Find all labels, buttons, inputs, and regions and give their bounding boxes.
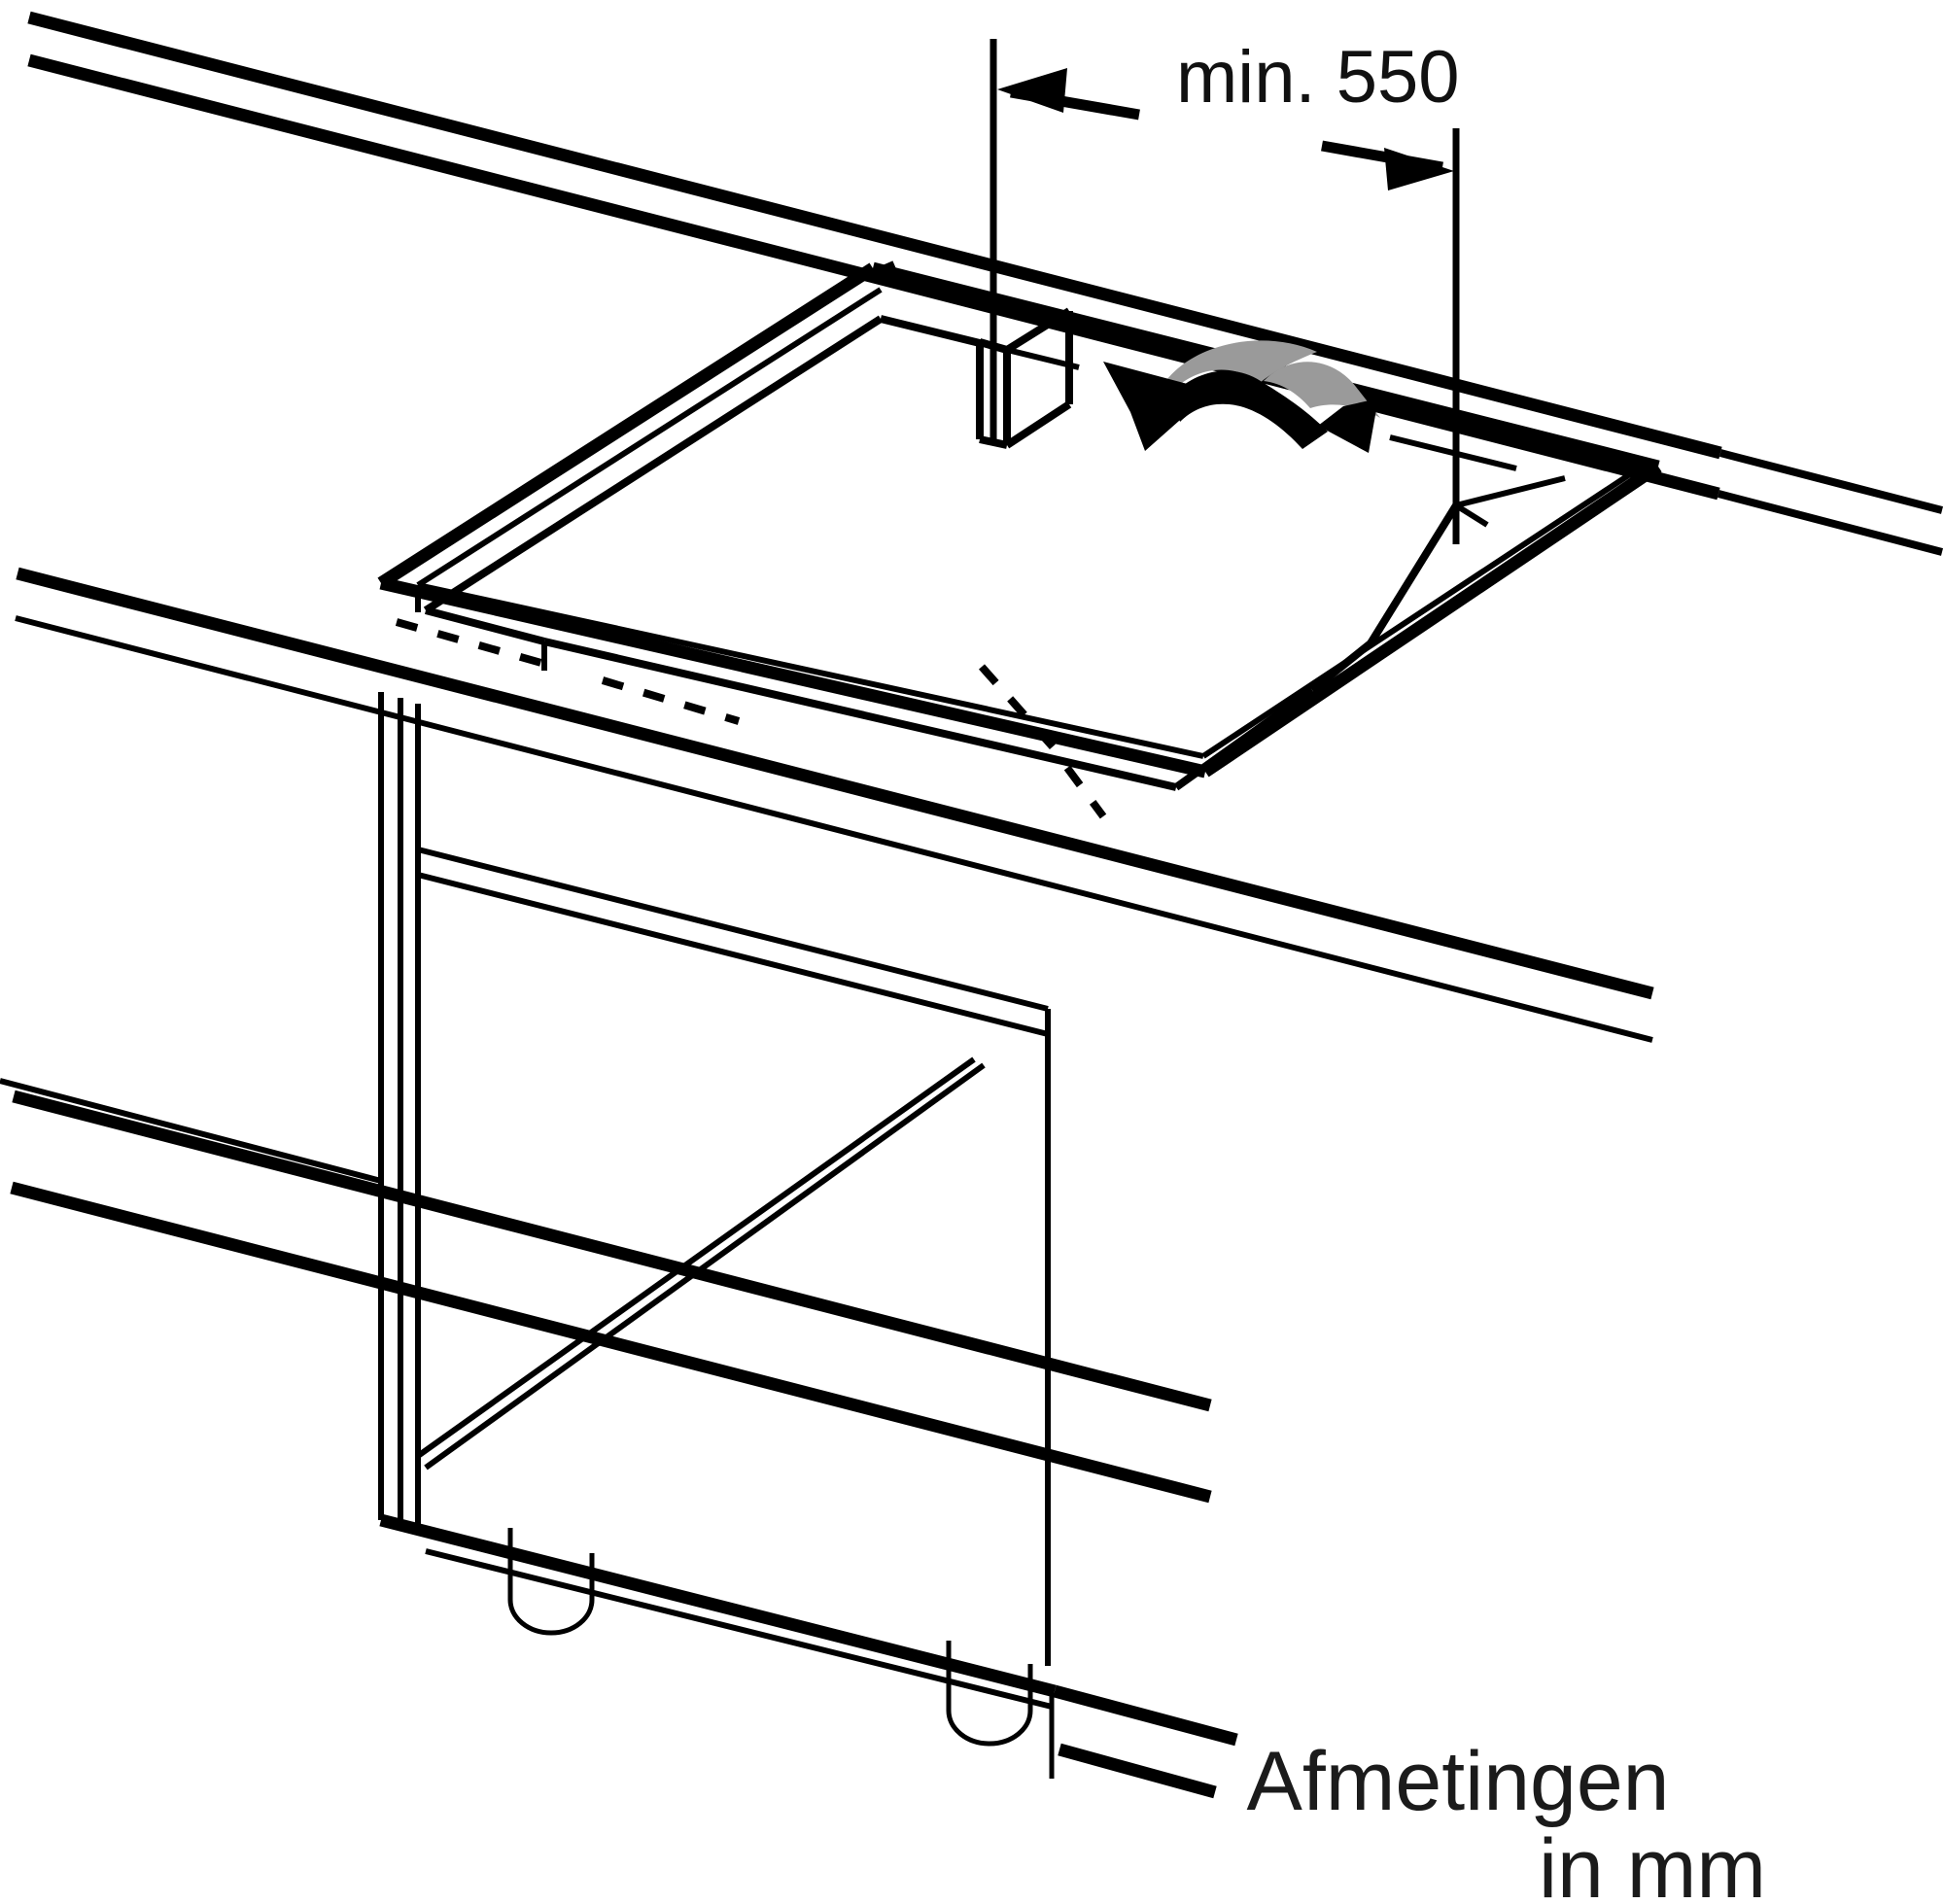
arrow-right-icon — [1384, 148, 1454, 190]
cutout-cavity-back-left — [423, 315, 884, 614]
worktop-lower-left-edge-a — [12, 1090, 1212, 1412]
worktop-back-edge-right-tail — [1718, 449, 1944, 514]
cabinet-inner-diagonal — [416, 1056, 976, 1459]
curved-arrow-gray-right — [1264, 362, 1380, 418]
worktop-front-thin-edge — [15, 615, 1653, 1043]
cabinet-foot-left — [507, 1528, 595, 1636]
right-notch-face-a — [1454, 502, 1489, 528]
cabinet-top-front-a — [417, 847, 1049, 1012]
caption-line-2: in mm — [1539, 1822, 1766, 1904]
cutout-rim-top-left — [377, 262, 877, 589]
cutout-cavity-right-slope — [1367, 502, 1460, 646]
caption: Afmetingen in mm — [1246, 1735, 1766, 1904]
cabinet-bottom-front-b — [425, 1548, 1053, 1710]
foot-right-shape — [946, 1641, 1033, 1747]
hidden-edge-diag-down2 — [1063, 765, 1107, 819]
worktop-front-top-edge — [16, 567, 1654, 1000]
base-cabinet — [0, 692, 1057, 1779]
notch-top-step — [879, 260, 896, 274]
worktop-back-top-edge — [27, 11, 1722, 460]
cutout-cavity-left-wall — [424, 606, 546, 645]
floor-edge-right-b — [1058, 1743, 1217, 1799]
arrow-left-icon — [997, 68, 1067, 113]
cabinet-bottom-left-cap — [399, 1523, 419, 1535]
cabinet-foot-right — [946, 1641, 1033, 1747]
foot-left-shape — [507, 1528, 595, 1636]
cabinet-inner-diagonal-2 — [424, 1062, 986, 1471]
double-headed-curved-arrow — [1103, 340, 1380, 453]
cabinet-top-front-b — [417, 872, 1049, 1037]
cutout-cavity-back-left2 — [880, 315, 985, 348]
cutout-inner-bottom-right — [1201, 469, 1635, 759]
cutout-rim-bottom-right — [1201, 461, 1662, 778]
caption-line-1: Afmetingen — [1246, 1735, 1669, 1828]
cutout-inner-top-left — [416, 287, 883, 588]
worktop-back-lower-right-tail — [1717, 490, 1944, 556]
right-notch-face-b — [1455, 475, 1566, 508]
cutout-cavity-bottom-right — [1173, 686, 1315, 791]
cutout-rim-bottom-left — [379, 576, 1207, 779]
worktop-lower-left-edge-b — [10, 1181, 1212, 1504]
hidden-edge-left2 — [601, 676, 741, 725]
cutout-notch-right — [1454, 475, 1566, 528]
cutout-cavity-right-upper — [1309, 640, 1373, 694]
dimension-label-min-550: min. 550 — [1176, 36, 1460, 119]
hidden-edge-left — [395, 618, 550, 669]
hidden-edge-diag-down — [979, 664, 1067, 763]
cutout-inner-bottom-left — [417, 582, 1204, 759]
notch-step-top-right — [1004, 307, 1072, 354]
cabinet-bottom-heavy — [379, 1513, 1057, 1698]
cutout-cavity-bottom-front — [543, 638, 1177, 791]
floor-lines — [1053, 1684, 1238, 1799]
cabinet-mid-left-line — [0, 1078, 382, 1184]
worktop-back-lower-edge — [27, 53, 1720, 501]
hidden-edge — [395, 618, 1107, 819]
notch-bottom-right-face — [1004, 400, 1072, 449]
notch-bottom-face — [979, 435, 1008, 449]
curved-arrow-head-left-icon — [1103, 362, 1213, 451]
curved-arrow-head-right-icon — [1318, 398, 1378, 453]
curved-arrow-gray-left — [1162, 340, 1317, 393]
dimension-min-550: min. 550 — [989, 36, 1460, 544]
worktop — [10, 11, 1944, 1504]
floor-edge-right-a — [1053, 1684, 1238, 1747]
cutout-notch — [879, 260, 1073, 449]
